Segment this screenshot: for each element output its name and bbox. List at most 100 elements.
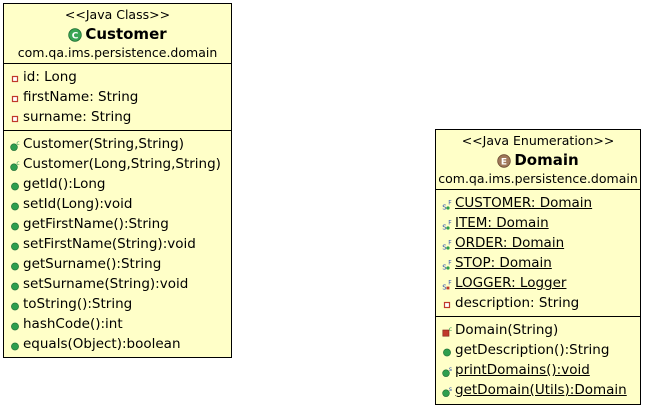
svg-text:c: c — [16, 140, 19, 147]
method-signature: getDomain(Utils):Domain — [455, 382, 627, 398]
method-signature: getId():Long — [23, 176, 106, 192]
field-signature: firstName: String — [23, 89, 139, 105]
method-row[interactable]: setSurname(String):void — [4, 274, 231, 294]
private-field-icon — [9, 91, 21, 103]
method-signature: toString():String — [23, 296, 133, 312]
method-signature: equals(Object):boolean — [23, 336, 181, 352]
svg-text:S: S — [442, 284, 447, 292]
enum-stereotype: <<Java Enumeration>> — [461, 133, 615, 148]
method-row[interactable]: getFirstName():String — [4, 214, 231, 234]
field-signature: id: Long — [23, 69, 77, 85]
enum-name: Domain — [514, 151, 579, 169]
field-row[interactable]: id: Long — [4, 67, 231, 87]
class-name: Customer — [85, 25, 167, 43]
method-signature: getFirstName():String — [23, 216, 169, 232]
public-method-icon — [9, 238, 21, 251]
customer-title-row: C Customer — [6, 24, 229, 44]
svg-text:F: F — [448, 260, 452, 267]
method-signature: setSurname(String):void — [23, 276, 189, 292]
method-row[interactable]: hashCode():int — [4, 314, 231, 334]
private-field-icon — [441, 297, 453, 309]
method-signature: Customer(Long,String,String) — [23, 156, 221, 172]
method-row[interactable]: getDescription():String — [436, 340, 640, 360]
public-method-icon — [9, 318, 21, 331]
customer-class-header: <<Java Class>> C Customer com.qa.ims.per… — [4, 4, 231, 64]
svg-text:S: S — [442, 264, 447, 272]
private-field-icon — [9, 111, 21, 123]
method-signature: getDescription():String — [455, 342, 610, 358]
method-signature: printDomains():void — [455, 362, 590, 378]
method-signature: hashCode():int — [23, 316, 123, 332]
java-class-icon: C — [68, 27, 83, 42]
class-package: com.qa.ims.persistence.domain — [17, 45, 218, 60]
field-signature: CUSTOMER: Domain — [455, 195, 593, 211]
method-row[interactable]: setId(Long):void — [4, 194, 231, 214]
method-signature: setFirstName(String):void — [23, 236, 196, 252]
svg-text:c: c — [449, 326, 452, 333]
public-constructor-icon: c — [9, 158, 21, 171]
private-constructor-icon: c — [441, 324, 453, 337]
field-signature: description: String — [455, 295, 580, 311]
java-enum-icon: E — [497, 153, 512, 168]
method-signature: getSurname():String — [23, 256, 162, 272]
method-row[interactable]: equals(Object):boolean — [4, 334, 231, 354]
method-signature: Customer(String,String) — [23, 136, 184, 152]
field-row[interactable]: description: String — [436, 293, 640, 313]
method-signature: Domain(String) — [455, 322, 559, 338]
method-row[interactable]: c Customer(Long,String,String) — [4, 154, 231, 174]
svg-text:c: c — [16, 160, 19, 167]
enum-package: com.qa.ims.persistence.domain — [438, 171, 638, 186]
svg-text:S: S — [442, 244, 447, 252]
field-row[interactable]: firstName: String — [4, 87, 231, 107]
public-method-icon — [9, 198, 21, 211]
public-method-icon — [9, 338, 21, 351]
public-method-icon — [9, 178, 21, 191]
svg-text:F: F — [448, 240, 452, 247]
svg-text:F: F — [448, 220, 452, 227]
domain-enum-header: <<Java Enumeration>> E Domain com.qa.ims… — [436, 130, 640, 190]
method-row[interactable]: toString():String — [4, 294, 231, 314]
method-row[interactable]: getSurname():String — [4, 254, 231, 274]
svg-text:S: S — [442, 224, 447, 232]
field-signature: LOGGER: Logger — [455, 275, 567, 291]
domain-enum-box[interactable]: <<Java Enumeration>> E Domain com.qa.ims… — [435, 129, 641, 405]
field-signature: surname: String — [23, 109, 132, 125]
public-method-icon — [9, 258, 21, 271]
public-constructor-icon: c — [9, 138, 21, 151]
method-row[interactable]: getId():Long — [4, 174, 231, 194]
svg-text:s: s — [449, 366, 452, 373]
field-signature: ORDER: Domain — [455, 235, 565, 251]
svg-text:s: s — [449, 386, 452, 393]
public-static-method-icon: s — [441, 364, 453, 377]
svg-text:E: E — [501, 157, 507, 167]
field-signature: STOP: Domain — [455, 255, 552, 271]
public-method-icon — [441, 344, 453, 357]
field-row[interactable]: surname: String — [4, 107, 231, 127]
svg-text:S: S — [442, 204, 447, 212]
private-field-icon — [9, 71, 21, 83]
method-row[interactable]: c Customer(String,String) — [4, 134, 231, 154]
public-method-icon — [9, 278, 21, 291]
method-row[interactable]: setFirstName(String):void — [4, 234, 231, 254]
public-static-method-icon: s — [441, 384, 453, 397]
method-signature: setId(Long):void — [23, 196, 133, 212]
svg-text:F: F — [448, 280, 452, 287]
field-signature: ITEM: Domain — [455, 215, 549, 231]
customer-class-box[interactable]: <<Java Class>> C Customer com.qa.ims.per… — [3, 3, 232, 358]
customer-fields-section: id: Long firstName: String surname: String — [4, 64, 231, 130]
public-method-icon — [9, 298, 21, 311]
